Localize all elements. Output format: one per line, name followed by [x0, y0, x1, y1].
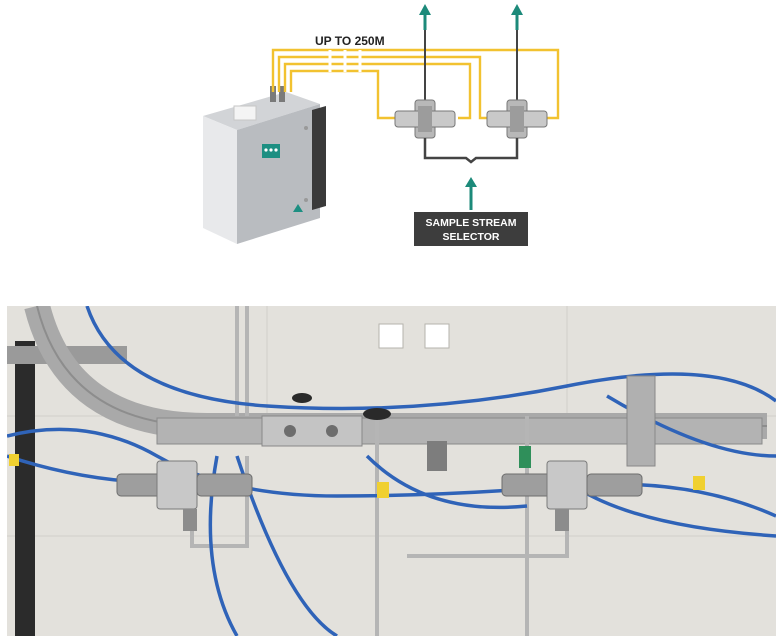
cable-tags [9, 454, 705, 498]
cable-break-marks [328, 50, 362, 72]
brand-logo-icon [293, 204, 303, 212]
selector-label-line2: SELECTOR [443, 231, 500, 243]
outlet-arrow-icon [419, 4, 523, 30]
support-pipe [15, 341, 35, 636]
fiber-optic-cables [271, 48, 560, 120]
probe-fitting-left [394, 12, 456, 139]
valve-handle [363, 408, 391, 420]
valve-fitting [427, 441, 447, 471]
probe-fitting-right [486, 12, 548, 139]
right-bracket [626, 375, 656, 467]
wall-background [7, 306, 776, 636]
analyzer-cabinet [203, 86, 326, 244]
selector-label-line1: SAMPLE STREAM [425, 217, 516, 229]
system-diagram: UP TO 250M SAMPLE STREAM SELECTOR [203, 4, 560, 246]
probe-assembly-right [501, 460, 643, 531]
installation-photo [7, 306, 776, 636]
valve-handle-2 [292, 393, 312, 403]
sample-tubing [423, 138, 519, 164]
probe-assembly-left [116, 460, 253, 531]
green-valve [519, 446, 531, 468]
support-rail [156, 417, 763, 445]
sample-stream-selector-label: SAMPLE STREAM SELECTOR [414, 212, 528, 246]
inlet-arrow-icon [465, 177, 477, 210]
distance-label: UP TO 250M [315, 34, 385, 48]
